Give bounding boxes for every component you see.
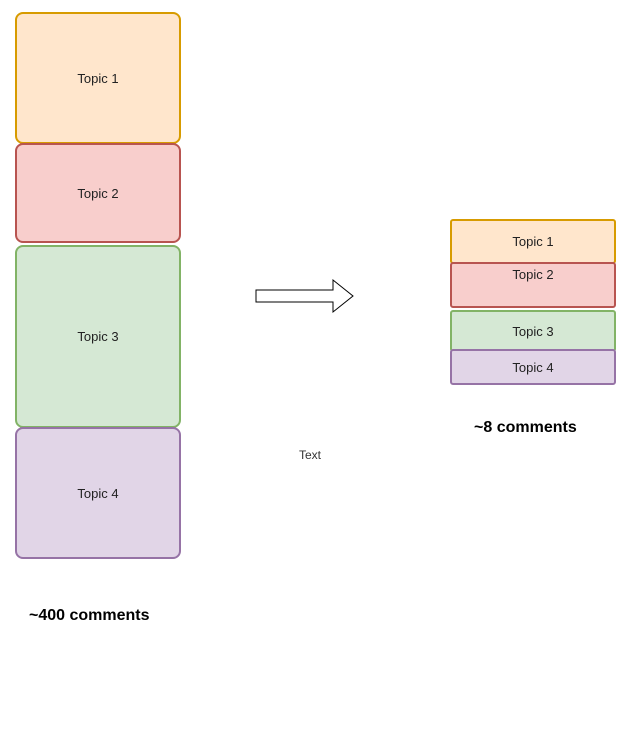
left-topic-4-label: Topic 4	[77, 485, 119, 501]
right-topic-1-box: Topic 1	[450, 219, 616, 264]
left-topic-3-label: Topic 3	[77, 329, 119, 344]
left-topic-1-label: Topic 1	[77, 70, 119, 86]
free-text-label: Text	[299, 448, 322, 462]
right-topic-3-box: Topic 3	[450, 310, 616, 352]
left-topic-3-box: Topic 3	[15, 245, 181, 428]
right-comment-count: ~8 comments	[474, 419, 577, 436]
right-topic-1-label: Topic 1	[512, 234, 554, 249]
right-topic-3-label: Topic 3	[512, 323, 554, 339]
right-topic-2-label: Topic 2	[512, 267, 554, 282]
left-topic-2-label: Topic 2	[77, 185, 119, 201]
right-topic-4-box: Topic 4	[450, 349, 616, 385]
right-topic-2-box: Topic 2	[450, 262, 616, 308]
right-topic-4-label: Topic 4	[512, 359, 554, 375]
left-topic-1-box: Topic 1	[15, 12, 181, 144]
left-topic-2-box: Topic 2	[15, 143, 181, 243]
left-topic-4-box: Topic 4	[15, 427, 181, 559]
left-comment-count: ~400 comments	[29, 607, 150, 624]
